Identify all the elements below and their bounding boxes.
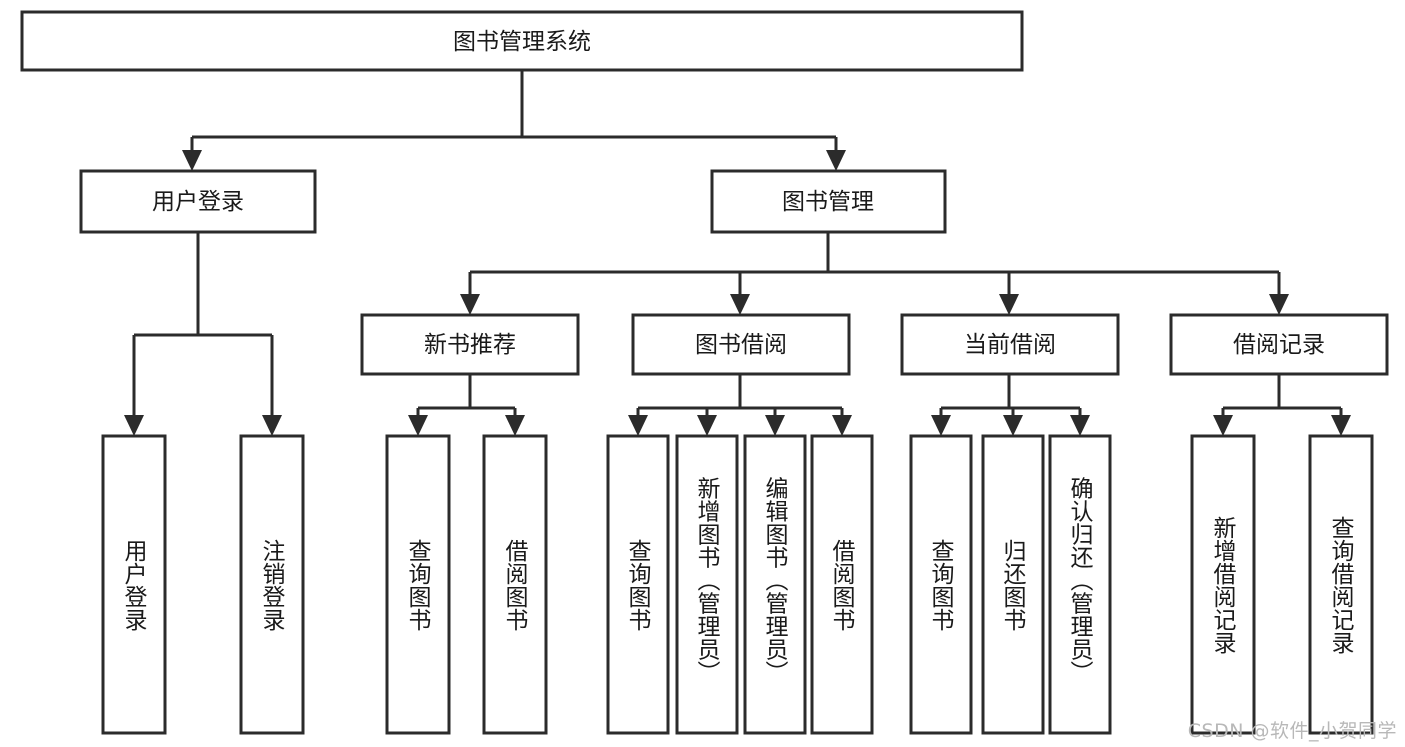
node-leaf-add-book-label: 新增图书（管理员） [694,477,721,684]
arrow-head-current-borrow [999,294,1019,315]
arrow-head-new-book-rec [460,294,480,315]
node-current-borrow[interactable]: 当前借阅 [900,313,1120,376]
node-leaf-user-login-label: 用户登录 [121,539,148,631]
node-leaf-user-login[interactable]: 用户登录 [101,434,167,735]
node-leaf-borrow-book-1-box[interactable] [482,434,548,735]
edge-book-mgmt-bus [470,232,1279,274]
node-root-label: 图书管理系统 [453,28,591,54]
node-root-box[interactable] [20,10,1024,72]
node-leaf-add-record-box[interactable] [1190,434,1256,735]
node-new-book-rec-label: 新书推荐 [424,331,516,357]
node-leaf-borrow-book-2-box[interactable] [810,434,874,735]
node-root[interactable]: 图书管理系统 [20,10,1024,72]
node-leaf-query-book-3[interactable]: 查询图书 [909,434,973,735]
arrow-head-leaf-query-book-3 [931,415,951,436]
node-leaf-query-record[interactable]: 查询借阅记录 [1308,434,1374,735]
node-leaf-edit-book-label: 编辑图书（管理员） [762,477,789,684]
node-leaf-query-book-1[interactable]: 查询图书 [385,434,451,735]
node-borrow-record-box[interactable] [1169,313,1389,376]
node-leaf-query-book-2-box[interactable] [606,434,670,735]
node-leaf-confirm-return[interactable]: 确认归还（管理员） [1048,434,1112,735]
node-leaf-user-login-box[interactable] [101,434,167,735]
arrow-head-leaf-edit-book [765,415,785,436]
edge-user-login-bus [134,232,272,337]
edge-root-bus [192,70,836,139]
arrow-head-borrow-record [1269,294,1289,315]
node-book-borrow[interactable]: 图书借阅 [631,313,851,376]
node-new-book-rec[interactable]: 新书推荐 [360,313,580,376]
node-leaf-edit-book-box[interactable] [743,434,807,735]
edge-new-book-rec-bus [418,374,515,410]
node-leaf-logout-box[interactable] [239,434,305,735]
node-current-borrow-box[interactable] [900,313,1120,376]
node-leaf-query-book-3-label: 查询图书 [928,539,955,631]
arrow-head-leaf-query-book-2 [628,415,648,436]
node-leaf-borrow-book-2[interactable]: 借阅图书 [810,434,874,735]
arrow-head-leaf-borrow-book-1 [505,415,525,436]
edge-current-borrow-bus [941,374,1080,410]
node-leaf-add-book[interactable]: 新增图书（管理员） [675,434,739,735]
node-leaf-logout[interactable]: 注销登录 [239,434,305,735]
node-leaf-add-record[interactable]: 新增借阅记录 [1190,434,1256,735]
node-leaf-confirm-return-box[interactable] [1048,434,1112,735]
node-leaf-query-book-1-box[interactable] [385,434,451,735]
node-leaf-query-book-2[interactable]: 查询图书 [606,434,670,735]
node-user-login-box[interactable] [79,169,317,234]
arrow-head-leaf-confirm-return [1070,415,1090,436]
node-new-book-rec-box[interactable] [360,313,580,376]
node-leaf-logout-label: 注销登录 [259,539,286,631]
node-leaf-query-book-2-label: 查询图书 [625,539,652,631]
arrow-head-book-mgmt [826,150,846,171]
node-borrow-record[interactable]: 借阅记录 [1169,313,1389,376]
arrow-head-leaf-user-login [124,415,144,436]
node-leaf-query-record-label: 查询借阅记录 [1328,516,1355,654]
arrow-head-leaf-logout [262,415,282,436]
node-book-mgmt[interactable]: 图书管理 [710,169,947,234]
arrow-head-leaf-return-book [1003,415,1023,436]
node-book-mgmt-box[interactable] [710,169,947,234]
edge-borrow-record-bus [1223,374,1341,410]
node-leaf-borrow-book-1-label: 借阅图书 [502,539,529,631]
arrow-head-leaf-add-book [697,415,717,436]
node-book-borrow-label: 图书借阅 [695,331,787,357]
node-borrow-record-label: 借阅记录 [1233,331,1325,357]
node-leaf-query-book-1-label: 查询图书 [405,539,432,631]
node-leaf-return-book-box[interactable] [981,434,1045,735]
node-leaf-add-record-label: 新增借阅记录 [1210,516,1237,654]
node-current-borrow-label: 当前借阅 [964,331,1056,357]
node-leaf-query-record-box[interactable] [1308,434,1374,735]
node-leaf-return-book-label: 归还图书 [1000,539,1027,631]
node-leaf-return-book[interactable]: 归还图书 [981,434,1045,735]
node-leaf-borrow-book-2-label: 借阅图书 [829,539,856,631]
edge-book-borrow-bus [638,374,842,410]
arrow-head-leaf-borrow-book-2 [832,415,852,436]
node-leaf-add-book-box[interactable] [675,434,739,735]
node-user-login[interactable]: 用户登录 [79,169,317,234]
arrow-head-leaf-add-record [1213,415,1233,436]
arrow-head-leaf-query-book-1 [408,415,428,436]
arrow-head-leaf-query-record [1331,415,1351,436]
node-leaf-confirm-return-label: 确认归还（管理员） [1067,477,1094,684]
node-leaf-borrow-book-1[interactable]: 借阅图书 [482,434,548,735]
arrow-head-user-login [182,150,202,171]
node-leaf-query-book-3-box[interactable] [909,434,973,735]
connector-layer [124,70,1351,436]
node-book-borrow-box[interactable] [631,313,851,376]
node-book-mgmt-label: 图书管理 [782,188,874,214]
arrow-head-book-borrow [730,294,750,315]
node-user-login-label: 用户登录 [152,188,244,214]
node-leaf-edit-book[interactable]: 编辑图书（管理员） [743,434,807,735]
